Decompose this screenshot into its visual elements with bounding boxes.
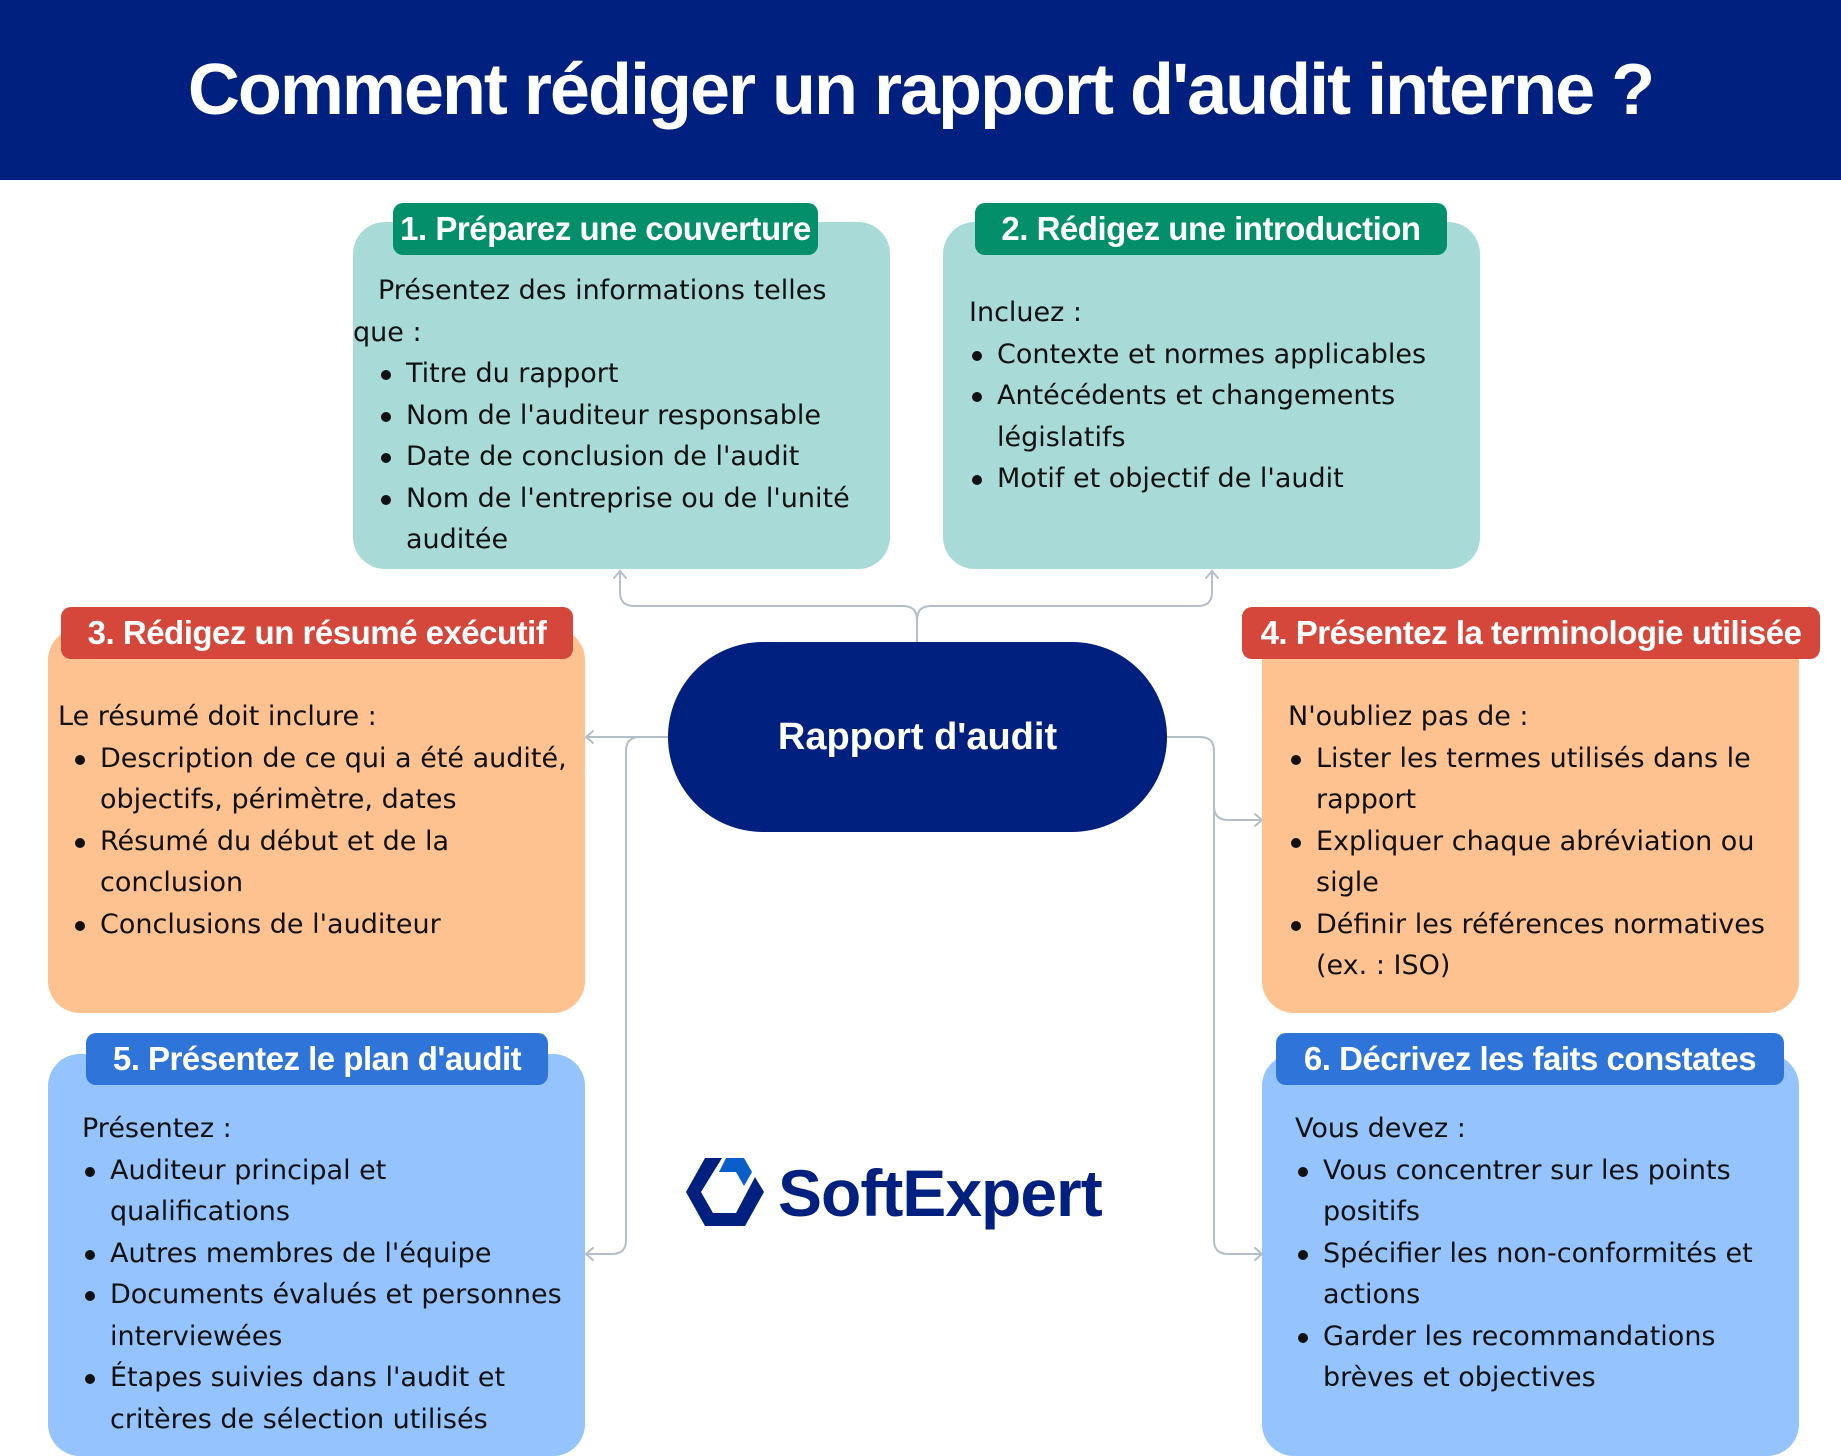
list-item: Autres membres de l'équipe <box>85 1233 579 1275</box>
list-item: Lister les termes utilisés dans le rappo… <box>1291 738 1789 821</box>
list-item: Contexte et normes applicables <box>972 334 1464 376</box>
list-item: Nom de l'entreprise ou de l'unité audité… <box>381 478 874 561</box>
connector-to-step-1 <box>619 572 918 642</box>
step-tag-3: 3. Rédigez un résumé exécutif <box>61 607 573 659</box>
arrowhead-step-2 <box>1205 569 1219 579</box>
logo-text: SoftExpert <box>778 1156 1103 1230</box>
list-item: Définir les références normatives (ex. :… <box>1291 904 1789 987</box>
step-3-intro: Le résumé doit inclure : <box>58 701 377 732</box>
list-item: Documents évalués et personnes interview… <box>85 1274 579 1357</box>
step-tag-1: 1. Préparez une couverture <box>393 203 818 255</box>
arrowhead-step-5 <box>584 1247 594 1261</box>
header-banner: Comment rédiger un rapport d'audit inter… <box>0 0 1841 180</box>
central-node-label: Rapport d'audit <box>777 715 1058 758</box>
softexpert-hexagon-icon <box>686 1158 764 1226</box>
step-tag-6: 6. Décrivez les faits constates <box>1276 1033 1784 1085</box>
step-2-list: Contexte et normes applicables Antécéden… <box>969 334 1464 500</box>
step-6-intro: Vous devez : <box>1295 1113 1466 1144</box>
step-card-1: Présentez des informations telles que : … <box>353 222 890 569</box>
list-item: Conclusions de l'auditeur <box>75 904 579 946</box>
list-item: Antécédents et changements législatifs <box>972 375 1464 458</box>
list-item: Date de conclusion de l'audit <box>381 436 874 478</box>
list-item: Garder les recommandations brèves et obj… <box>1298 1316 1779 1399</box>
list-item: Expliquer chaque abréviation ou sigle <box>1291 821 1789 904</box>
list-item: Auditeur principal et qualifications <box>85 1150 579 1233</box>
list-item: Motif et objectif de l'audit <box>972 458 1464 500</box>
step-5-intro: Présentez : <box>82 1113 232 1144</box>
list-item: Nom de l'auditeur responsable <box>381 395 874 437</box>
step-tag-2: 2. Rédigez une introduction <box>975 203 1447 255</box>
step-1-list: Titre du rapport Nom de l'auditeur respo… <box>353 353 874 561</box>
list-item: Étapes suivies dans l'audit et critères … <box>85 1357 579 1440</box>
connector-to-step-6 <box>1213 806 1262 1255</box>
step-card-2: Incluez : Contexte et normes applicables… <box>943 222 1480 569</box>
step-4-list: Lister les termes utilisés dans le rappo… <box>1288 738 1789 987</box>
arrowhead-step-4 <box>1254 813 1264 827</box>
step-3-list: Description de ce qui a été audité, obje… <box>58 738 579 946</box>
connector-to-step-2 <box>916 572 1213 621</box>
list-item: Vous concentrer sur les points positifs <box>1298 1150 1779 1233</box>
step-5-list: Auditeur principal et qualifications Aut… <box>82 1150 579 1441</box>
central-node: Rapport d'audit <box>668 642 1167 832</box>
page-title: Comment rédiger un rapport d'audit inter… <box>187 50 1655 130</box>
list-item: Résumé du début et de la conclusion <box>75 821 579 904</box>
step-card-4: N'oubliez pas de : Lister les termes uti… <box>1262 628 1799 1013</box>
arrowhead-step-1 <box>613 569 627 579</box>
step-1-intro: Présentez des informations telles que : <box>353 275 827 348</box>
list-item: Titre du rapport <box>381 353 874 395</box>
step-6-list: Vous concentrer sur les points positifs … <box>1295 1150 1779 1399</box>
arrowhead-step-6 <box>1254 1247 1264 1261</box>
connector-to-step-4 <box>1167 736 1262 821</box>
list-item: Description de ce qui a été audité, obje… <box>75 738 579 821</box>
step-4-intro: N'oubliez pas de : <box>1288 701 1529 732</box>
softexpert-logo: SoftExpert <box>686 1156 1103 1230</box>
step-card-3: Le résumé doit inclure : Description de … <box>48 628 585 1013</box>
step-card-6: Vous devez : Vous concentrer sur les poi… <box>1262 1054 1799 1456</box>
step-tag-5: 5. Présentez le plan d'audit <box>86 1033 548 1085</box>
connector-to-step-5 <box>586 736 668 1255</box>
step-card-5: Présentez : Auditeur principal et qualif… <box>48 1054 585 1456</box>
step-tag-4: 4. Présentez la terminologie utilisée <box>1242 607 1820 659</box>
list-item: Spécifier les non-conformités et actions <box>1298 1233 1779 1316</box>
arrowhead-step-3 <box>584 730 594 744</box>
step-2-intro: Incluez : <box>969 297 1082 328</box>
